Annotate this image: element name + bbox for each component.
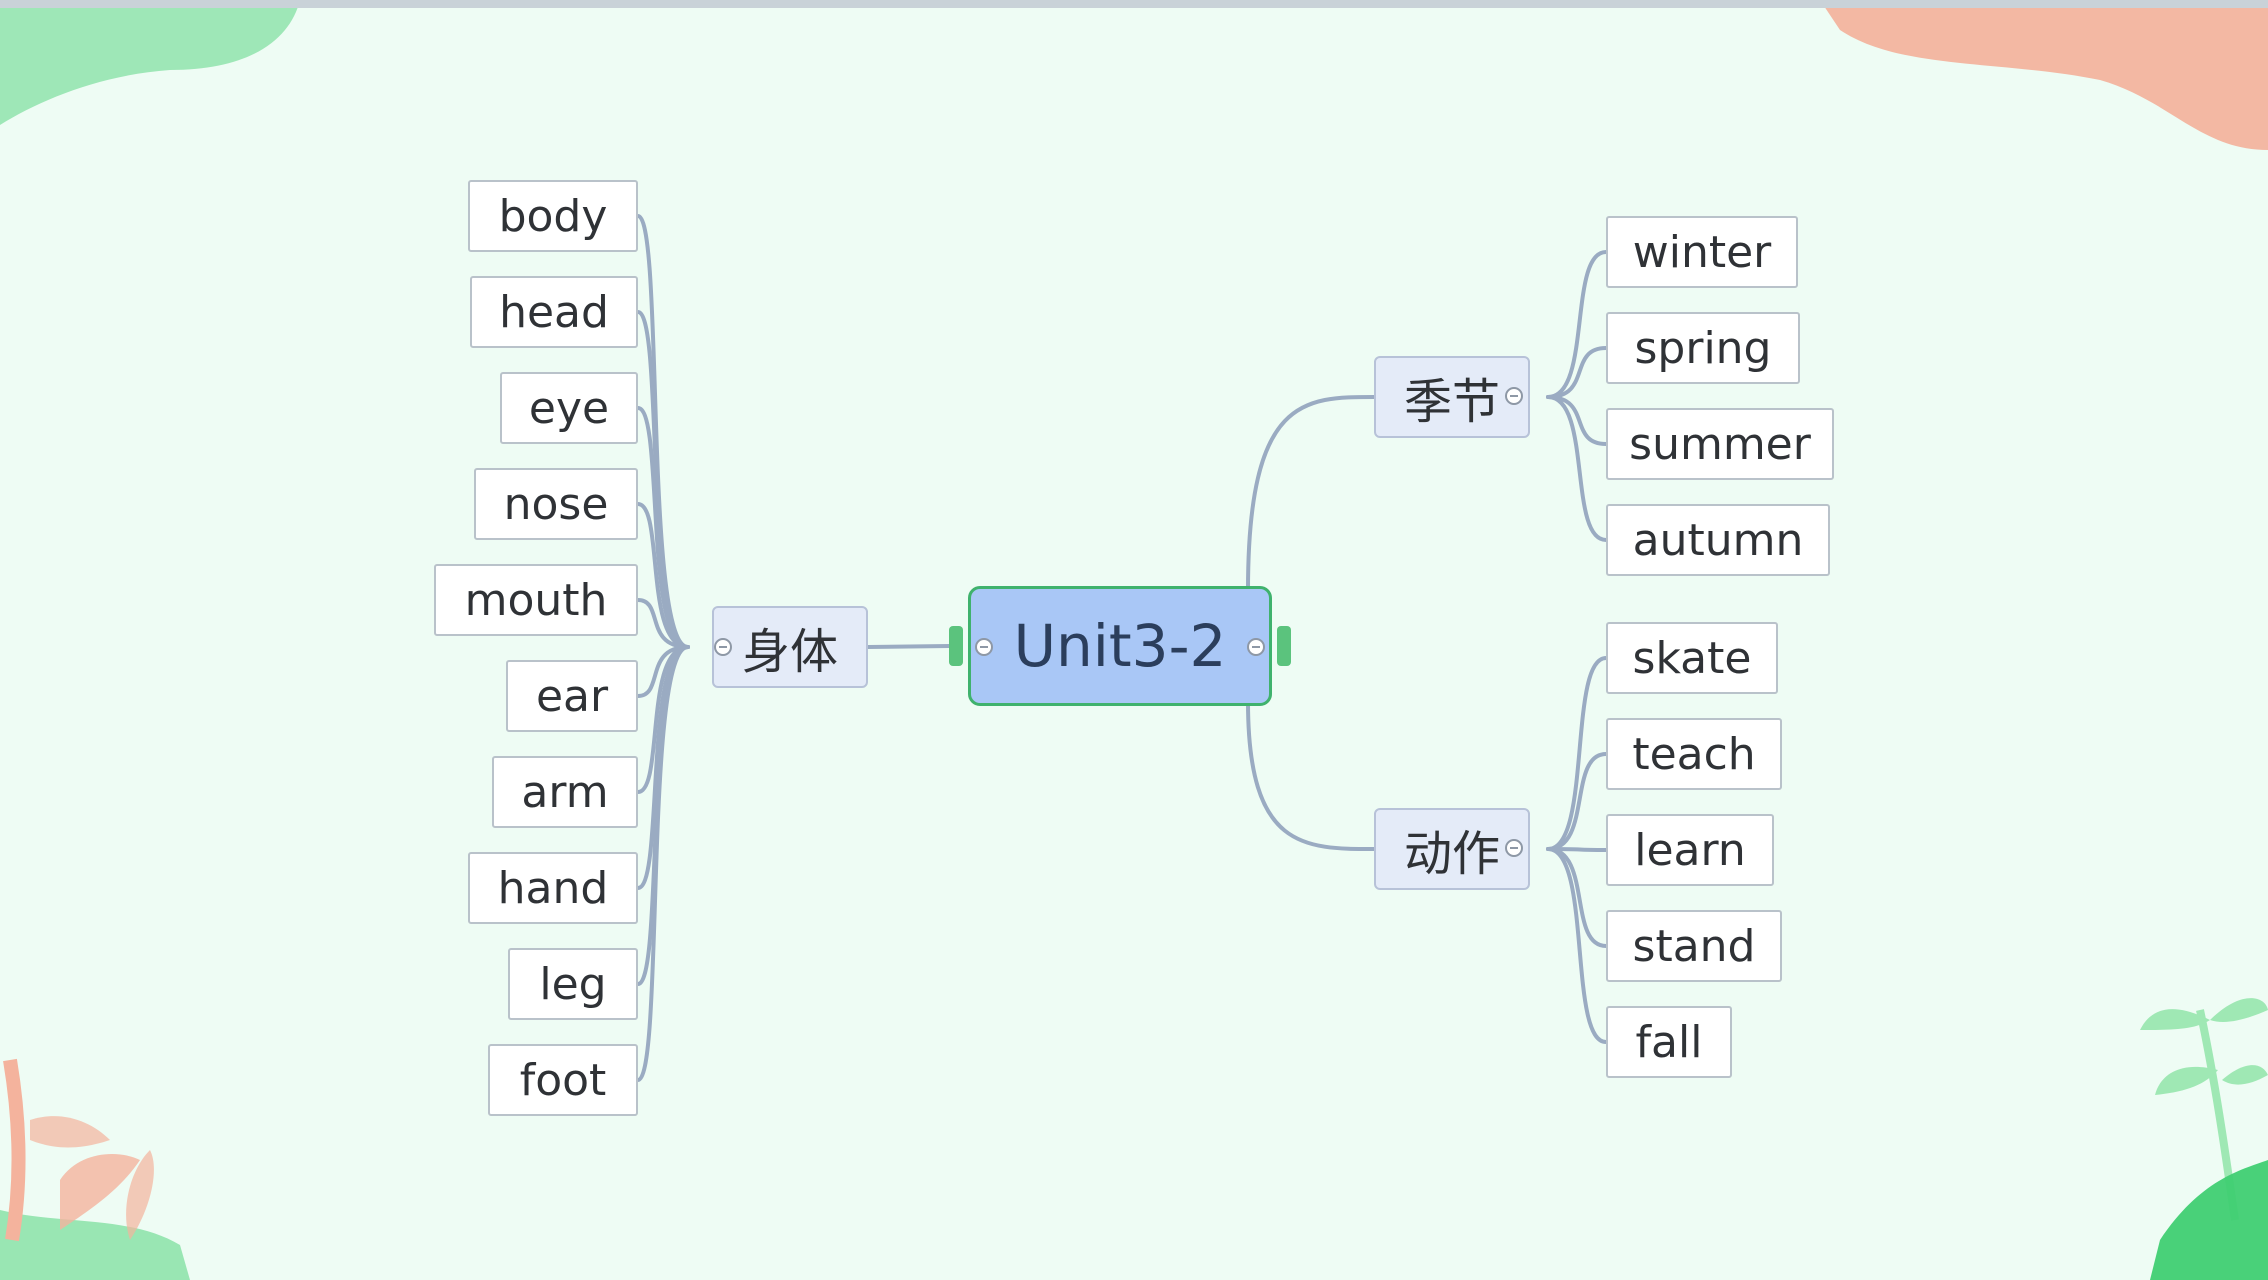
connector-branch-leaf	[1546, 250, 1608, 399]
leaf-eye[interactable]: eye	[500, 372, 638, 444]
leaf-leg[interactable]: leg	[508, 948, 638, 1020]
connector-root-seasons	[1246, 395, 1376, 592]
leaf-ear[interactable]: ear	[506, 660, 638, 732]
bottom-left-plant-shape	[3, 1058, 26, 1242]
bottom-left-hill-shape	[0, 1210, 190, 1280]
connector-branch-leaf	[1546, 847, 1608, 1044]
leaf-stand[interactable]: stand	[1606, 910, 1782, 982]
leaf-autumn[interactable]: autumn	[1606, 504, 1830, 576]
leaf-fall[interactable]: fall	[1606, 1006, 1732, 1078]
connector-body-leaf	[636, 502, 690, 649]
connector-branch-leaf	[1546, 346, 1608, 399]
connector-branch-leaf	[1546, 847, 1608, 852]
connector-body-leaf	[636, 645, 690, 794]
leaf-arm[interactable]: arm	[492, 756, 638, 828]
branch-actions[interactable]: 动作	[1374, 808, 1530, 890]
branch-body-collapse-icon[interactable]	[714, 638, 732, 656]
branch-seasons[interactable]: 季节	[1374, 356, 1530, 438]
leaf-head[interactable]: head	[470, 276, 638, 348]
leaf-learn[interactable]: learn	[1606, 814, 1774, 886]
root-left-collapse-icon[interactable]	[975, 638, 993, 656]
root-right-collapse-icon[interactable]	[1247, 638, 1265, 656]
leaf-summer[interactable]: summer	[1606, 408, 1834, 480]
leaf-skate[interactable]: skate	[1606, 622, 1778, 694]
connector-body-leaf	[636, 645, 690, 1082]
connector-root-body	[866, 644, 952, 649]
branch-body-parts[interactable]: 身体	[712, 606, 868, 688]
top-right-blob-shape	[1820, 0, 2268, 150]
connector-body-leaf	[636, 406, 690, 649]
leaf-spring[interactable]: spring	[1606, 312, 1800, 384]
leaf-mouth[interactable]: mouth	[434, 564, 638, 636]
top-border	[0, 0, 2268, 8]
top-left-leaf-shape	[0, 0, 300, 125]
connector-root-actions	[1246, 700, 1376, 851]
connector-body-leaf	[636, 310, 690, 649]
connector-branch-leaf	[1546, 395, 1608, 446]
branch-seasons-collapse-icon[interactable]	[1505, 387, 1523, 405]
root-left-handle[interactable]	[949, 626, 963, 666]
connector-branch-leaf	[1546, 752, 1608, 851]
connector-branch-leaf	[1546, 847, 1608, 948]
leaf-body[interactable]: body	[468, 180, 638, 252]
connector-body-leaf	[636, 598, 690, 649]
connector-branch-leaf	[1546, 656, 1608, 851]
root-topic[interactable]: Unit3-2	[968, 586, 1272, 706]
leaf-foot[interactable]: foot	[488, 1044, 638, 1116]
leaf-hand[interactable]: hand	[468, 852, 638, 924]
connector-body-leaf	[636, 645, 690, 698]
leaf-winter[interactable]: winter	[1606, 216, 1798, 288]
connector-branch-leaf	[1546, 395, 1608, 542]
branch-actions-collapse-icon[interactable]	[1505, 839, 1523, 857]
leaf-teach[interactable]: teach	[1606, 718, 1782, 790]
root-right-handle[interactable]	[1277, 626, 1291, 666]
leaf-nose[interactable]: nose	[474, 468, 638, 540]
